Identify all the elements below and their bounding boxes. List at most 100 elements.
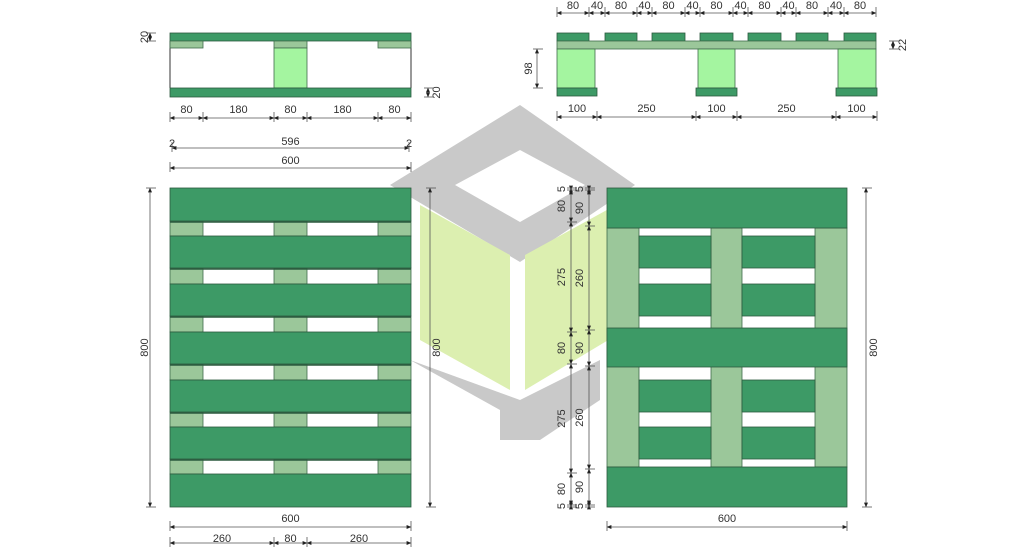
top-deck-board — [747, 32, 782, 42]
dimension-label: 40 — [686, 0, 698, 12]
bottom-board — [169, 87, 412, 98]
dimension-label: 180 — [229, 104, 247, 116]
dimension-label: 5 — [574, 503, 586, 509]
dimension-label: 80 — [556, 483, 568, 495]
deck-board — [169, 473, 412, 508]
deck-board — [638, 426, 712, 460]
dimension-label: 80 — [556, 342, 568, 354]
deck-board — [169, 426, 412, 460]
block-top — [377, 40, 412, 49]
top-deck-board — [169, 32, 412, 42]
deck-board — [169, 187, 412, 222]
dimension-label: 80 — [806, 0, 818, 12]
block — [697, 48, 736, 89]
dimension-label: 275 — [556, 409, 568, 427]
block — [273, 315, 308, 333]
dimension-label: 80 — [758, 0, 770, 12]
dimension-label: 596 — [281, 136, 299, 148]
block — [377, 411, 412, 428]
block — [169, 267, 204, 285]
block — [837, 48, 877, 89]
dimension-label: 80 — [567, 0, 579, 12]
block — [169, 458, 204, 475]
dimension-label: 40 — [638, 0, 650, 12]
dimension-label: 80 — [662, 0, 674, 12]
logo-watermark — [390, 105, 635, 440]
block — [273, 267, 308, 285]
deck-board — [741, 426, 816, 460]
dimension-label: 40 — [830, 0, 842, 12]
dimension-label: 2 — [169, 138, 175, 150]
dimension-label: 40 — [591, 0, 603, 12]
deck-board — [638, 379, 712, 413]
dimension-label: 800 — [139, 338, 151, 356]
dimension-label: 250 — [637, 103, 655, 115]
bottom-board — [556, 87, 598, 97]
dimension-label: 180 — [333, 104, 351, 116]
block — [273, 411, 308, 428]
dimension-label: 22 — [897, 39, 909, 51]
deck-board — [638, 235, 712, 269]
block — [169, 363, 204, 381]
dimension-label: 80 — [180, 104, 192, 116]
dimension-label: 5 — [574, 186, 586, 192]
block — [377, 458, 412, 475]
center-block — [273, 47, 308, 89]
dimension-label: 5 — [556, 186, 568, 192]
dimension-label: 20 — [139, 31, 151, 43]
block — [273, 220, 308, 237]
dimension-label: 600 — [281, 155, 299, 167]
deck-board — [741, 235, 816, 269]
stringer-board — [556, 40, 877, 50]
dimension-label: 260 — [574, 269, 586, 287]
dimension-label: 80 — [854, 0, 866, 12]
bottom-board — [695, 87, 738, 97]
block — [377, 267, 412, 285]
deck-board — [169, 379, 412, 413]
block — [377, 220, 412, 237]
top-deck-board — [699, 32, 734, 42]
dimension-label: 80 — [388, 104, 400, 116]
dimension-label: 80 — [284, 533, 296, 545]
top-deck-board — [651, 32, 686, 42]
dimension-label: 80 — [710, 0, 722, 12]
top-deck-board — [556, 32, 590, 42]
dimension-label: 260 — [213, 533, 231, 545]
dimension-label: 100 — [568, 103, 586, 115]
dimension-label: 600 — [718, 513, 736, 525]
bottom-board — [835, 87, 878, 97]
block — [273, 363, 308, 381]
dimension-label: 20 — [431, 86, 443, 98]
dimension-label: 2 — [406, 138, 412, 150]
dimension-label: 5 — [556, 503, 568, 509]
dimension-label: 800 — [868, 338, 880, 356]
dimension-label: 250 — [777, 103, 795, 115]
block — [273, 458, 308, 475]
block — [169, 411, 204, 428]
dimension-label: 98 — [523, 62, 535, 74]
block — [556, 48, 596, 89]
bottom-board — [606, 466, 848, 508]
dimension-label: 275 — [556, 268, 568, 286]
dimension-label: 80 — [615, 0, 627, 12]
bottom-board — [606, 187, 848, 229]
dimension-label: 800 — [431, 338, 443, 356]
top-deck-board — [795, 32, 829, 42]
dimension-label: 40 — [734, 0, 746, 12]
deck-board — [741, 283, 816, 317]
block-top — [169, 40, 204, 49]
dimension-label: 100 — [847, 103, 865, 115]
dimension-label: 600 — [281, 513, 299, 525]
block — [377, 363, 412, 381]
dimension-label: 90 — [574, 342, 586, 354]
deck-board — [169, 283, 412, 317]
dimension-label: 260 — [574, 408, 586, 426]
top-deck-board — [604, 32, 638, 42]
dimension-label: 90 — [574, 481, 586, 493]
dimension-label: 80 — [284, 104, 296, 116]
block-top — [273, 40, 308, 49]
dimension-label: 100 — [707, 103, 725, 115]
dimension-label: 90 — [574, 202, 586, 214]
deck-board — [169, 235, 412, 269]
